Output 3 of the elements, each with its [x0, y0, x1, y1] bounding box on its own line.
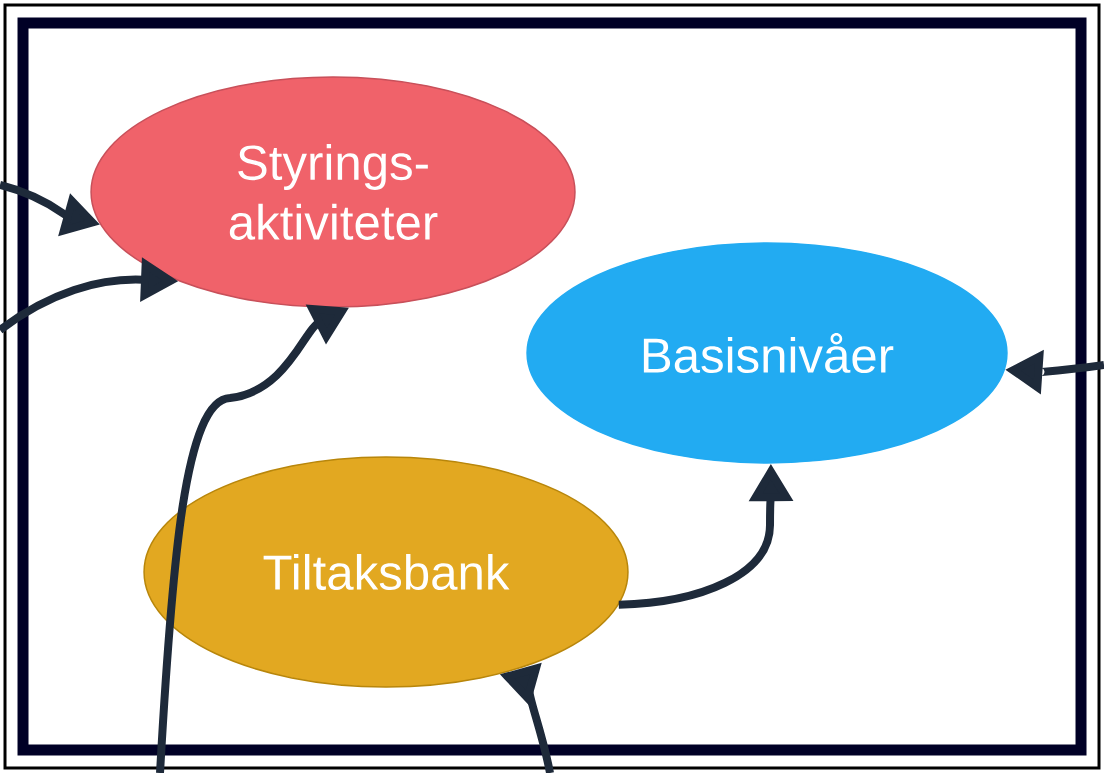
ellipse-node: Basisnivåer	[526, 242, 1008, 464]
ellipse-node: Styrings- aktiviteter	[90, 76, 576, 308]
ellipse-node: Tiltaksbank	[143, 456, 629, 688]
